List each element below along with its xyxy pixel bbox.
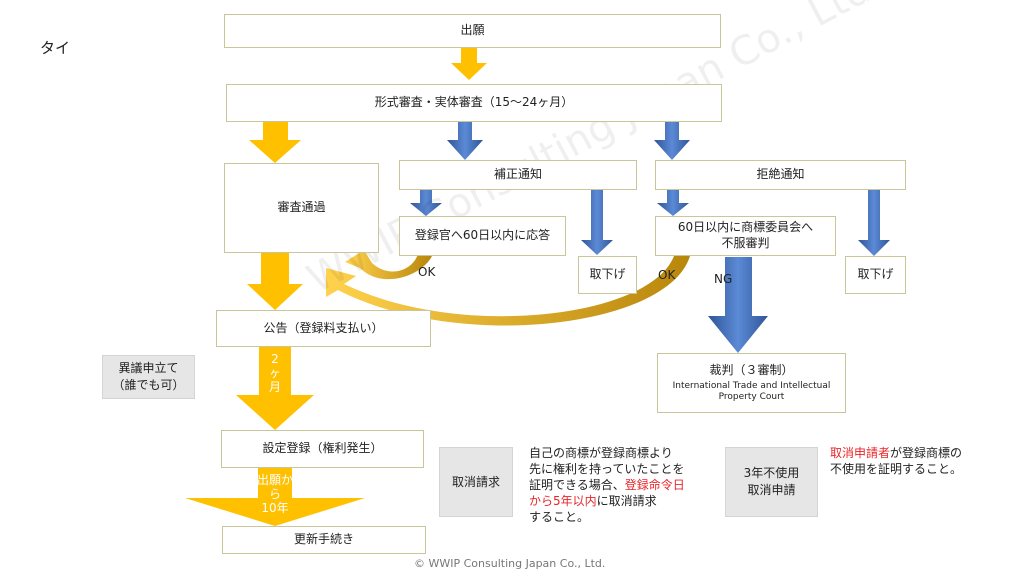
arrow-rejection-to-withdraw <box>858 190 890 256</box>
nonuse-line-1: 3年不使用 <box>743 466 800 481</box>
application-box: 出願 <box>224 14 721 48</box>
withdraw-box-1: 取下げ <box>578 256 637 294</box>
opposition-line-2: （誰でも可） <box>112 378 185 392</box>
publication-box: 公告（登録料支払い） <box>216 310 431 347</box>
cancellation-box: 取消請求 <box>439 447 513 517</box>
two-months-char-3: 月 <box>268 380 281 394</box>
ten-years-line-1: 出願から <box>256 473 293 501</box>
ok-label-reply: OK <box>418 265 436 279</box>
opposition-box: 異議申立て （誰でも可） <box>102 355 195 399</box>
curved-arrow-reply-ok <box>345 250 432 280</box>
court-box: 裁判（３審制） International Trade and Intellec… <box>657 353 846 413</box>
cancel-note-line-1: 自己の商標が登録商標より <box>529 446 673 460</box>
court-subtitle-line-2: Property Court <box>718 392 785 403</box>
curved-arrow-appeal-ok <box>326 256 690 326</box>
arrow-exam-to-passed <box>249 122 301 163</box>
opposition-line-1: 異議申立て <box>118 361 179 376</box>
cancel-note-line-4: から5年以内に取消請求 <box>529 494 657 508</box>
arrow-publication-to-registration <box>236 347 314 430</box>
arrow-registration-to-renewal <box>185 468 365 526</box>
nonuse-note-line-1: 取消申請者が登録商標の <box>830 446 963 460</box>
country-label: タイ <box>40 39 71 57</box>
copyright: © WWIP Consulting Japan Co., Ltd. <box>414 557 606 570</box>
two-months-label: 2 ヶ 月 <box>260 352 290 394</box>
arrow-appeal-to-court <box>708 257 768 353</box>
ten-years-label: 出願から 10年 <box>255 473 295 515</box>
ten-years-line-2: 10年 <box>261 501 289 515</box>
appeal-line-1: 60日以内に商標委員会へ <box>677 220 814 235</box>
arrow-application-to-exam <box>451 48 487 80</box>
arrow-amendment-to-reply <box>410 190 442 216</box>
arrow-exam-to-rejection <box>654 122 690 160</box>
arrow-rejection-to-appeal <box>657 190 689 216</box>
examination-box: 形式審査・実体審査（15～24ヶ月） <box>226 84 722 122</box>
withdraw-box-2: 取下げ <box>845 256 906 294</box>
arrow-passed-to-publication <box>247 253 303 310</box>
cancellation-note: 自己の商標が登録商標より 先に権利を持っていたことを 証明できる場合、登録命令日… <box>529 445 685 525</box>
renewal-box: 更新手続き <box>222 526 426 554</box>
ng-label: NG <box>714 272 733 286</box>
reply-60-box: 登録官へ60日以内に応答 <box>399 216 566 256</box>
court-title: 裁判（３審制） <box>709 362 794 377</box>
cancel-note-line-3: 証明できる場合、登録命令日 <box>529 478 685 492</box>
arrow-exam-to-amendment <box>447 122 483 160</box>
amendment-notice-box: 補正通知 <box>399 160 637 190</box>
appeal-line-2: 不服審判 <box>721 236 770 250</box>
court-subtitle: International Trade and Intellectual Pro… <box>673 381 831 403</box>
rejection-notice-box: 拒絶通知 <box>655 160 906 190</box>
nonuse-note-line-2: 不使用を証明すること。 <box>830 462 963 476</box>
court-subtitle-line-1: International Trade and Intellectual <box>672 381 831 392</box>
cancel-note-line-2: 先に権利を持っていたことを <box>529 462 685 476</box>
registration-box: 設定登録（権利発生） <box>221 430 424 468</box>
two-months-char-1: 2 <box>271 352 279 366</box>
passed-box: 審査通過 <box>224 163 379 253</box>
nonuse-box: 3年不使用 取消申請 <box>725 447 818 517</box>
nonuse-note: 取消申請者が登録商標の 不使用を証明すること。 <box>830 445 962 477</box>
appeal-box: 60日以内に商標委員会へ 不服審判 <box>655 216 836 256</box>
arrow-amendment-to-withdraw <box>581 190 613 255</box>
ok-label-appeal: OK <box>658 268 676 282</box>
cancel-note-line-5: すること。 <box>529 510 590 524</box>
nonuse-line-2: 取消申請 <box>747 483 796 497</box>
two-months-char-2: ヶ <box>268 366 281 380</box>
